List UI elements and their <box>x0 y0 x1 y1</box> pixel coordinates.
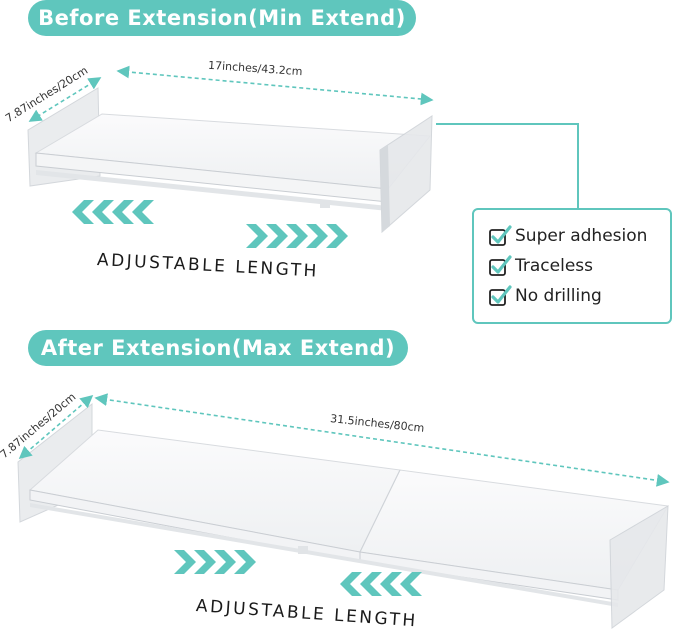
before-extension-banner: Before Extension(Min Extend) <box>28 0 416 36</box>
feature-label: No drilling <box>515 286 602 306</box>
checkbox-check-icon <box>489 285 512 306</box>
after-shelf <box>17 402 669 629</box>
before-left-chevrons <box>72 200 154 224</box>
before-shelf <box>27 87 433 234</box>
feature-label: Traceless <box>515 256 593 276</box>
after-right-chevrons <box>174 550 256 574</box>
checkbox-check-icon <box>489 255 512 276</box>
before-right-chevrons <box>246 224 348 248</box>
after-depth-dimension-line <box>18 394 94 460</box>
feature-item: Super adhesion <box>488 224 647 248</box>
checkbox-check-icon <box>489 225 512 246</box>
before-width-dimension-line <box>116 65 434 106</box>
feature-item: No drilling <box>488 284 602 308</box>
after-width-dimension-line <box>94 393 670 487</box>
shelf-bottom-edge <box>36 170 388 211</box>
right-acrylic-side <box>609 505 669 629</box>
feature-label: Super adhesion <box>515 226 648 246</box>
feature-item: Traceless <box>488 254 593 278</box>
feature-connector-line <box>436 123 579 210</box>
after-left-chevrons <box>340 572 422 596</box>
after-extension-banner: After Extension(Max Extend) <box>28 330 408 366</box>
features-box: Super adhesion Traceless No drilling <box>472 208 672 324</box>
